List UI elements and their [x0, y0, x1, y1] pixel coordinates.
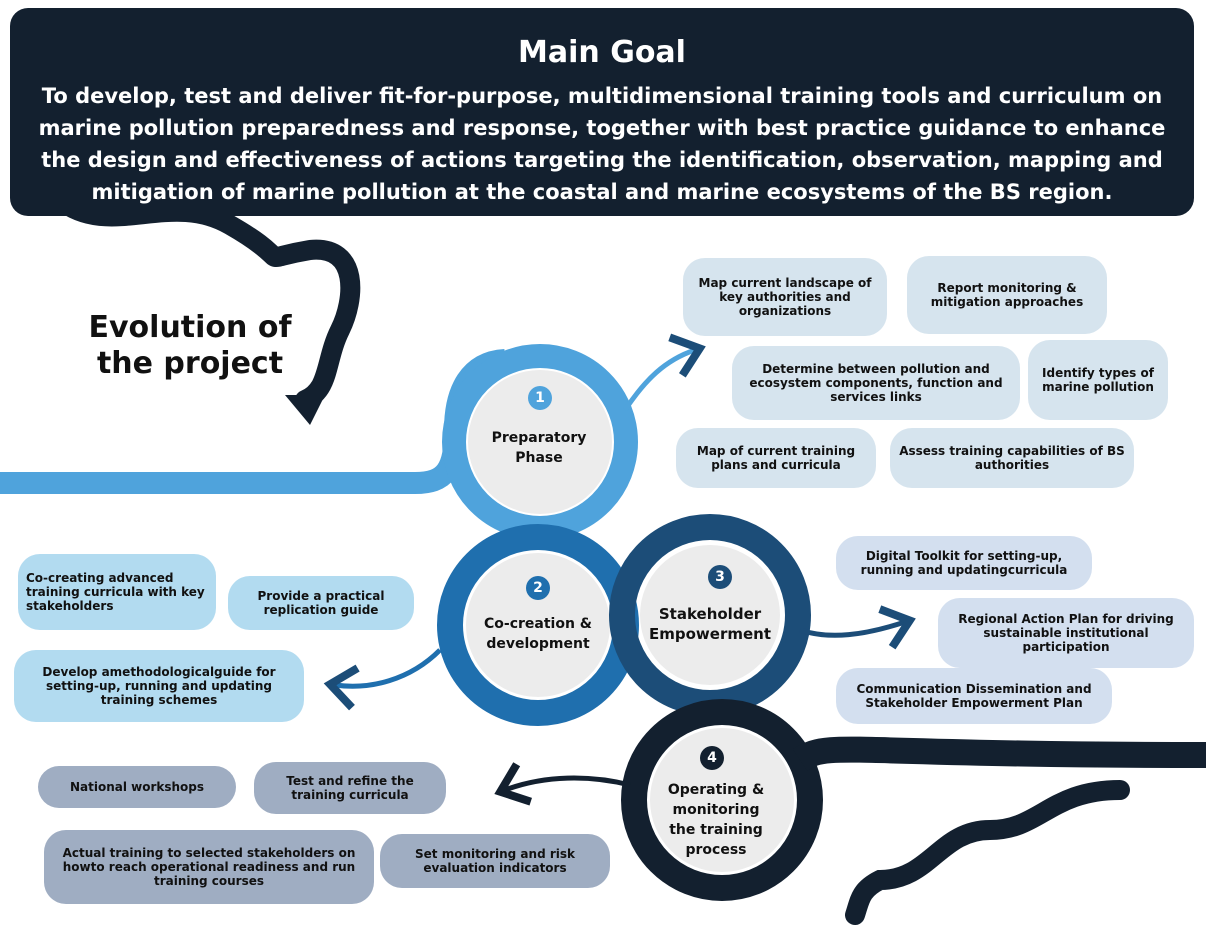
phase4-item: Set monitoring and risk evaluation indic… [380, 834, 610, 888]
phase4-ring [621, 699, 823, 901]
phase3-name: Stakeholder Empowerment [649, 605, 771, 643]
phase4-number: 4 [700, 746, 724, 770]
phase2-circle [466, 553, 610, 697]
phase4-circle [650, 728, 794, 872]
phase1-item: Map current landscape of key authorities… [683, 258, 887, 336]
phase1-item: Map of current training plans and curric… [676, 428, 876, 488]
phase4-item: National workshops [38, 766, 236, 808]
phase4-name: Operating & monitoring the training proc… [667, 782, 765, 858]
arrow-phase1 [622, 333, 706, 412]
phase3-circle [640, 545, 780, 685]
phase1-number: 1 [528, 386, 552, 410]
evolution-label: Evolution of the project [88, 310, 292, 381]
phase1-name: Preparatory Phase [491, 430, 587, 466]
phase2-item: Develop amethodologicalguide for setting… [14, 650, 304, 722]
phase3-item: Digital Toolkit for setting-up, running … [836, 536, 1092, 590]
phase3-number: 3 [708, 565, 732, 589]
arrow-phase4 [494, 762, 631, 806]
phase4-item: Test and refine the training curricula [254, 762, 446, 814]
phase3-item: Communication Dissemination and Stakehol… [836, 668, 1112, 724]
phase1-item: Report monitoring & mitigation approache… [907, 256, 1107, 334]
phase1-item: Determine between pollution and ecosyste… [732, 346, 1020, 420]
main-goal-text: To develop, test and deliver fit-for-pur… [38, 84, 1166, 204]
phase2-item: Provide a practical replication guide [228, 576, 414, 630]
phase1-item: Assess training capabilities of BS autho… [890, 428, 1134, 488]
phase4-item: Actual training to selected stakeholders… [44, 830, 374, 904]
phase1-circle [468, 370, 612, 514]
phase2-item: Co-creating advanced training curricula … [18, 554, 216, 630]
phase2-name: Co-creation & development [483, 616, 592, 652]
main-goal-title: Main Goal [518, 35, 686, 70]
arrow-phase2 [323, 648, 442, 711]
phase4-ribbon [792, 736, 1206, 771]
main-goal-banner: Main Goal To develop, test and deliver f… [10, 8, 1194, 216]
phase2-number: 2 [526, 576, 550, 600]
squiggle-arrowhead [285, 395, 325, 425]
bottom-squiggle [845, 780, 1130, 925]
phase3-item: Regional Action Plan for driving sustain… [938, 598, 1194, 668]
phase1-item: Identify types of marine pollution [1028, 340, 1168, 420]
arrow-phase3 [799, 605, 916, 650]
